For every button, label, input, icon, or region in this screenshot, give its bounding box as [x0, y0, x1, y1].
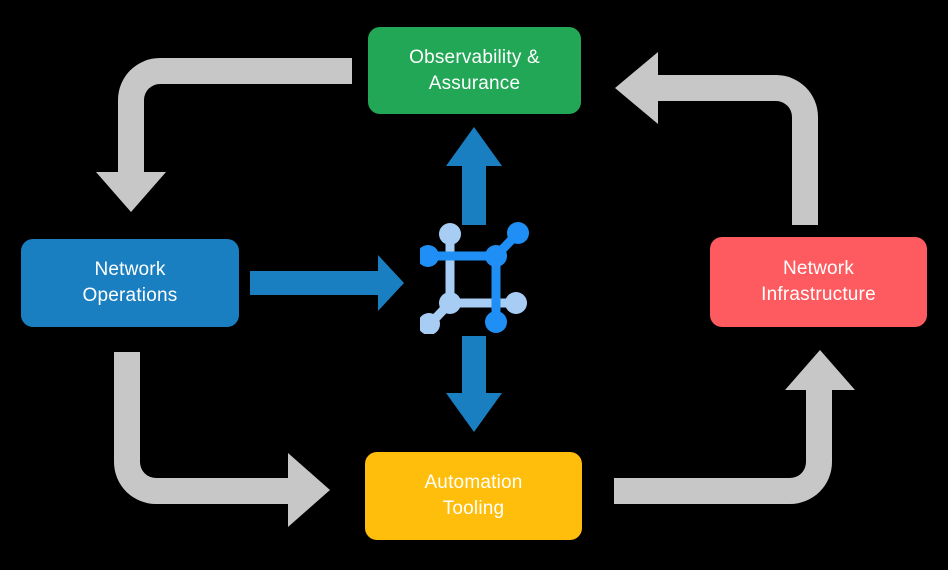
connector-automation-tooling-to-network-infrastructure	[614, 350, 855, 504]
network-topology-icon	[420, 222, 529, 334]
connector-network-operations-to-automation-tooling	[114, 352, 330, 527]
connector-center-to-automation-tooling	[446, 336, 502, 432]
connector-network-operations-to-center	[250, 255, 404, 311]
node-automation-tooling[interactable]: Automation Tooling	[365, 452, 582, 540]
node-network-infrastructure[interactable]: Network Infrastructure	[710, 237, 927, 327]
topology-light-nodes	[420, 223, 527, 334]
node-network-operations[interactable]: Network Operations	[21, 239, 239, 327]
node-observability-assurance[interactable]: Observability & Assurance	[368, 27, 581, 114]
connector-network-infrastructure-to-observability	[615, 52, 818, 225]
connector-center-to-observability	[446, 127, 502, 225]
topology-strong-nodes	[420, 222, 529, 333]
connector-observability-to-network-operations	[96, 58, 352, 212]
